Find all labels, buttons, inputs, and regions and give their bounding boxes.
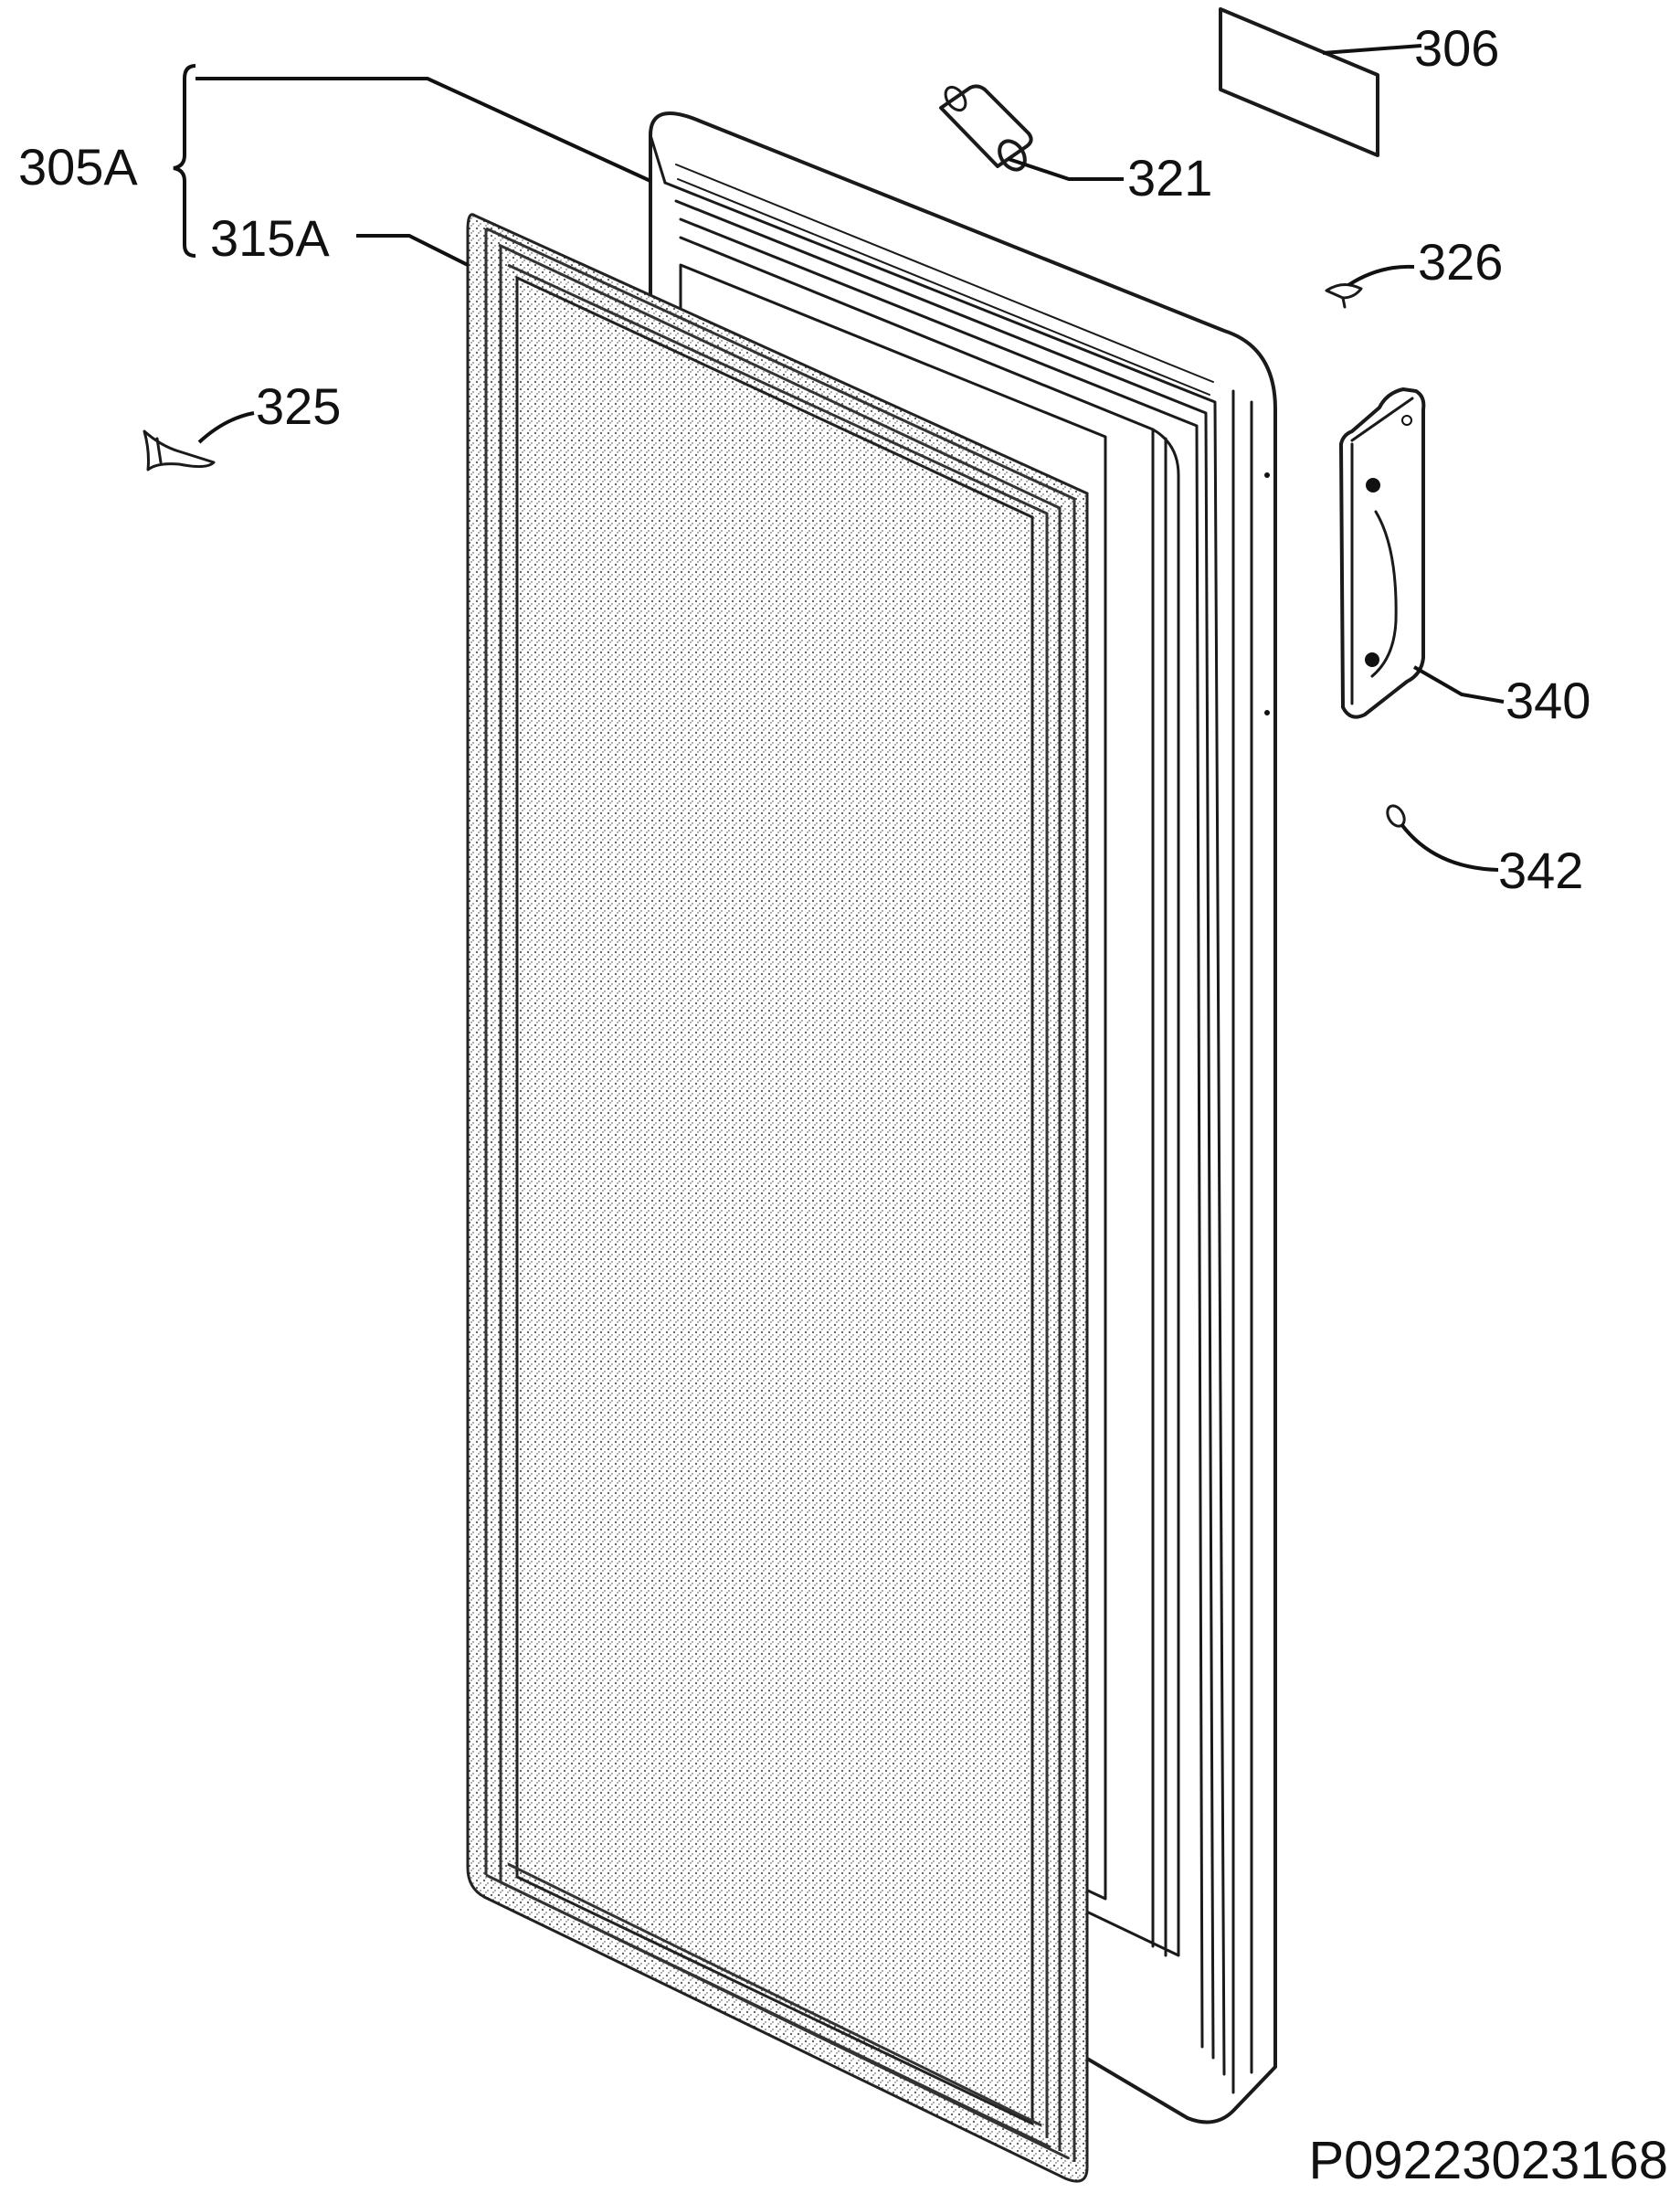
push-rivet <box>143 429 216 471</box>
screw-cap <box>1325 283 1363 309</box>
callout-306: 306 <box>1414 19 1499 77</box>
callout-326: 326 <box>1418 233 1503 291</box>
callout-342: 342 <box>1498 842 1583 899</box>
callout-321: 321 <box>1127 149 1212 207</box>
callout-325: 325 <box>256 377 341 435</box>
callout-315A: 315A <box>210 209 330 267</box>
callout-305A: 305A <box>18 138 138 196</box>
label-plate <box>1219 7 1379 157</box>
door-gasket <box>466 213 1089 2183</box>
callout-340: 340 <box>1506 672 1590 729</box>
hinge-pin <box>939 84 1033 172</box>
leader-lines <box>173 44 1505 872</box>
drawing-number: P09223023168 <box>1308 2131 1668 2190</box>
door-handle <box>1339 387 1426 719</box>
